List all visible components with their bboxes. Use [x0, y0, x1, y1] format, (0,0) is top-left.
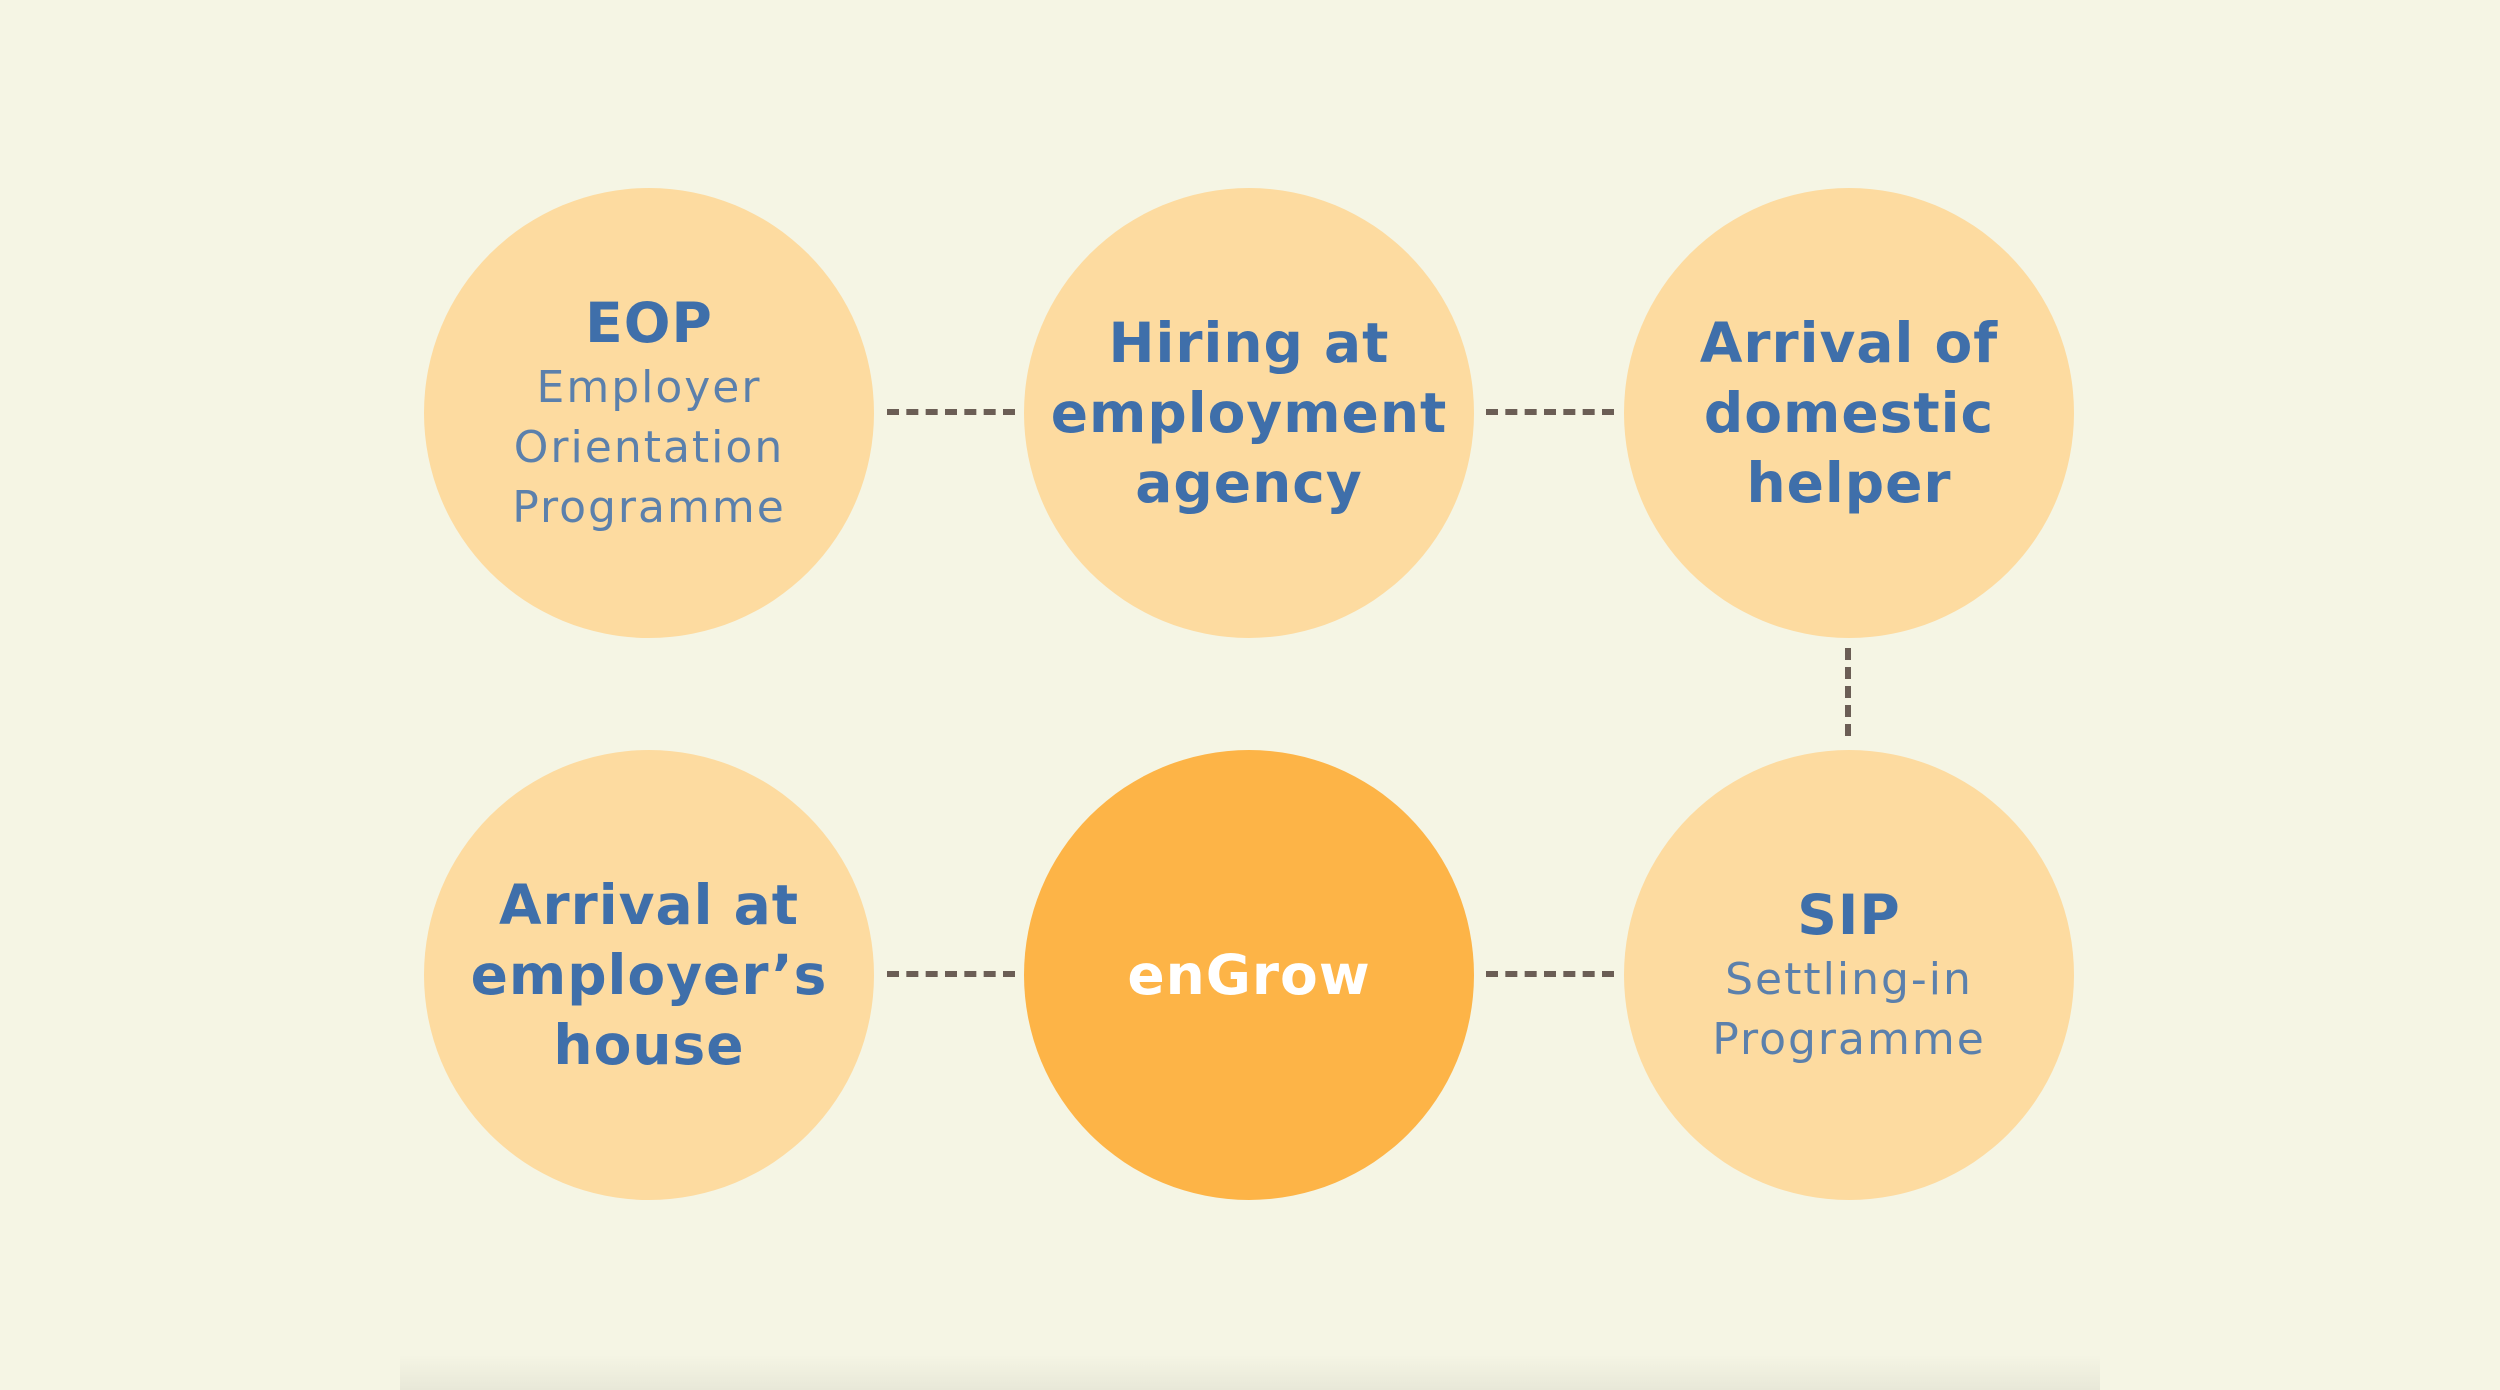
connector-hiring-arrival-helper — [1486, 409, 1614, 415]
connector-arrival-helper-sip — [1845, 648, 1851, 736]
node-sip-title: SIP — [1797, 883, 1901, 947]
bottom-shadow — [400, 1355, 2100, 1390]
node-hiring: Hiring at employment agency — [1024, 188, 1474, 638]
node-arrival-helper: Arrival of domestic helper — [1624, 188, 2074, 638]
node-eop-subtitle-line: Orientation — [513, 422, 785, 473]
node-eop: EOP Employer Orientation Programme — [424, 188, 874, 638]
connector-engrow-sip — [1486, 971, 1614, 977]
node-engrow: enGrow — [1024, 750, 1474, 1200]
node-arrival-house-title-line: house — [553, 1013, 745, 1077]
node-sip: SIP Settling-in Programme — [1624, 750, 2074, 1200]
node-eop-subtitle-line: Programme — [512, 482, 786, 533]
node-arrival-house-title-line: employer’s — [470, 943, 828, 1007]
node-eop-title: EOP — [585, 291, 713, 355]
node-hiring-title-line: agency — [1135, 451, 1363, 515]
node-hiring-title-line: Hiring at — [1108, 311, 1390, 375]
connector-arrival-house-engrow — [887, 971, 1015, 977]
node-sip-subtitle-line: Settling-in — [1725, 954, 1973, 1005]
connector-eop-hiring — [887, 409, 1015, 415]
node-sip-subtitle-line: Programme — [1712, 1014, 1986, 1065]
node-arrival-helper-title-line: domestic — [1703, 381, 1995, 445]
node-arrival-helper-title-line: Arrival of — [1699, 311, 1999, 375]
node-engrow-title: enGrow — [1127, 943, 1371, 1007]
node-arrival-helper-title-line: helper — [1746, 451, 1952, 515]
node-eop-subtitle-line: Employer — [536, 362, 762, 413]
node-arrival-house: Arrival at employer’s house — [424, 750, 874, 1200]
node-hiring-title-line: employment — [1050, 381, 1448, 445]
node-arrival-house-title-line: Arrival at — [498, 873, 800, 937]
